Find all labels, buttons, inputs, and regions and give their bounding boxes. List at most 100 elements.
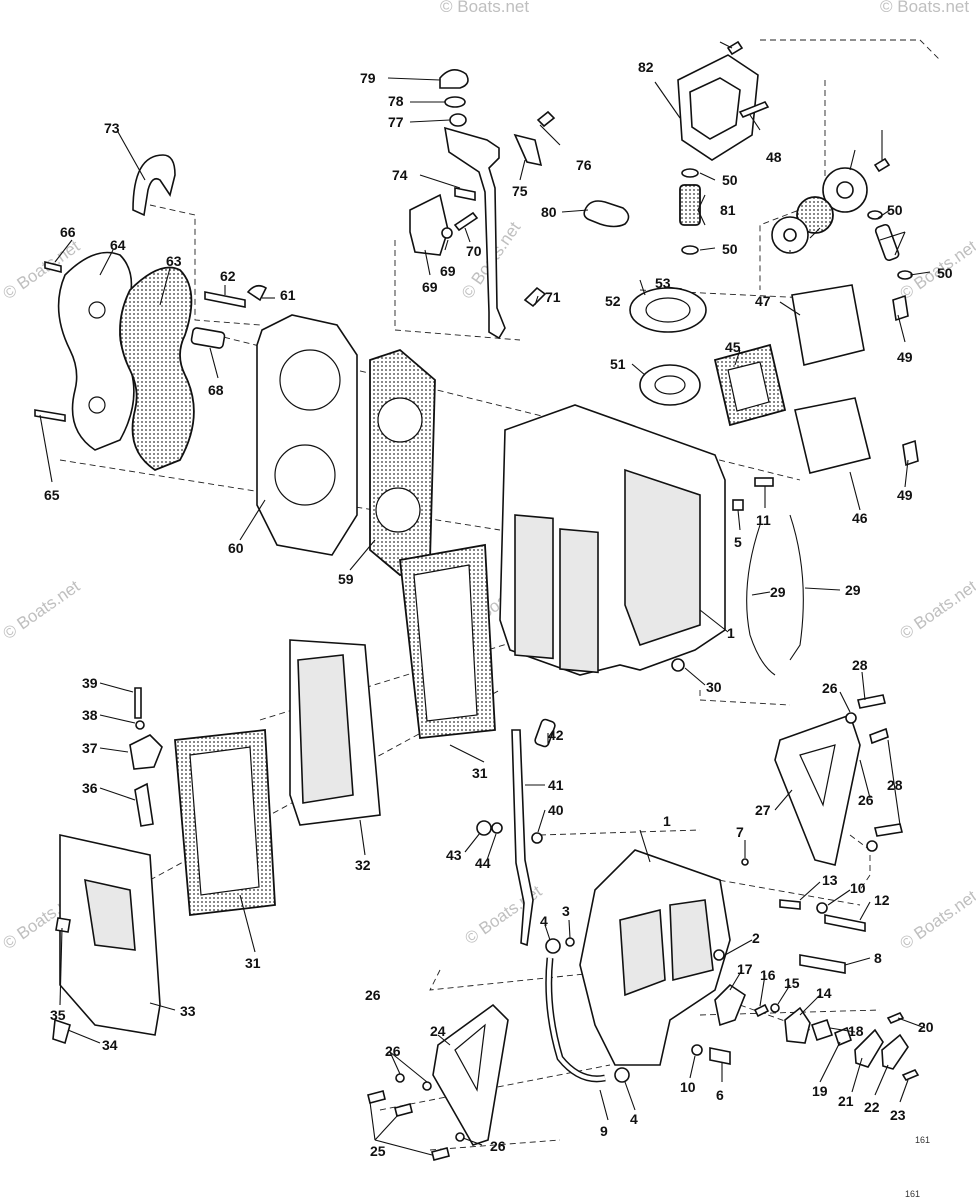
- plug-part: [770, 1003, 780, 1013]
- callout-69a: 74: [392, 167, 408, 183]
- callout-31b: 31: [245, 955, 261, 971]
- bracket-opening: [799, 744, 836, 807]
- watermark: © Boats.net: [896, 576, 976, 643]
- washer-part: [491, 822, 503, 834]
- clip-part: [134, 782, 154, 827]
- fuel-line-part: [874, 223, 900, 261]
- callout-37: 37: [82, 740, 98, 756]
- callout-28a: 28: [852, 657, 868, 673]
- callout-1: 1: [727, 625, 735, 641]
- clamp-part: [897, 270, 913, 280]
- screw-part: [738, 101, 770, 118]
- callout-51: 51: [610, 356, 626, 372]
- callout-9: 9: [600, 1123, 608, 1139]
- callout-35: 35: [50, 1007, 66, 1023]
- reed-gasket-opening: [727, 361, 770, 412]
- callout-30: 30: [706, 679, 722, 695]
- callout-65: 70: [466, 243, 482, 259]
- washer-part: [422, 1081, 432, 1091]
- callout-23: 23: [890, 1107, 906, 1123]
- callout-49b: 49: [897, 487, 913, 503]
- clamp-part: [867, 210, 883, 220]
- callout-2: 2: [752, 930, 760, 946]
- washer-part: [395, 1073, 405, 1083]
- spark-plug-part: [190, 327, 226, 349]
- nut-part: [531, 832, 543, 844]
- washer-part: [691, 1044, 703, 1056]
- callout-76: 82: [638, 59, 654, 75]
- lifting-eye-part: [132, 154, 176, 217]
- crankcase-bore: [669, 899, 714, 982]
- callout-10b: 10: [680, 1079, 696, 1095]
- hose-inner: [546, 957, 606, 1081]
- head-gasket-part: [369, 348, 436, 577]
- washer-part: [135, 720, 145, 730]
- nut-part: [671, 658, 685, 672]
- callout-42: 42: [548, 727, 564, 743]
- callout-29a: 29: [770, 584, 786, 600]
- callout-53: 53: [655, 275, 671, 291]
- callout-32: 32: [355, 857, 371, 873]
- block-transfer-port: [514, 514, 554, 660]
- pin-part: [732, 499, 744, 511]
- crankcase-bore: [619, 908, 666, 997]
- callout-43: 43: [446, 847, 462, 863]
- screw-part: [44, 260, 62, 274]
- bolt-part: [799, 954, 846, 974]
- screw-part: [565, 937, 575, 947]
- callout-18: 18: [848, 1023, 864, 1039]
- callout-7: 7: [736, 824, 744, 840]
- callout-74: 80: [541, 204, 557, 220]
- exhaust-gasket-opening: [189, 746, 260, 896]
- callout-54: 59: [338, 571, 354, 587]
- callout-48: 48: [766, 149, 782, 165]
- reed-valve-part: [794, 397, 871, 474]
- bolt-part: [824, 914, 866, 932]
- washer-part: [816, 902, 828, 914]
- filter-hub-part: [783, 228, 797, 242]
- callout-60: 65: [44, 487, 60, 503]
- plate-hole: [88, 396, 106, 414]
- spring-part: [523, 286, 547, 308]
- screw-part: [886, 1011, 905, 1025]
- screw-part: [902, 439, 919, 467]
- callout-68: 73: [104, 120, 120, 136]
- callout-52: 52: [605, 293, 621, 309]
- cylinder-head-chamber: [274, 444, 336, 506]
- callout-70: 76: [576, 157, 592, 173]
- bracket-part: [129, 734, 163, 770]
- link-rod-part: [511, 729, 534, 947]
- callout-19: 19: [812, 1083, 828, 1099]
- screw-part: [394, 1103, 413, 1117]
- washer-part: [866, 840, 878, 852]
- clamp-part: [614, 1067, 630, 1083]
- callout-11: 11: [756, 512, 771, 528]
- callout-10: 10: [850, 880, 866, 896]
- clip-part: [454, 187, 476, 201]
- clamp-part: [246, 284, 268, 302]
- callout-33: 33: [180, 1003, 196, 1019]
- screw-part: [536, 110, 556, 128]
- callout-28b: 28: [887, 777, 903, 793]
- callout-14: 14: [816, 985, 832, 1001]
- callout-45: 45: [725, 339, 741, 355]
- callout-26a: 26: [822, 680, 838, 696]
- bolt-part: [869, 727, 889, 745]
- callout-36: 36: [82, 780, 98, 796]
- callout-26d: 26: [385, 1043, 401, 1059]
- block-transfer-port: [559, 528, 599, 674]
- screw-part: [367, 1090, 386, 1104]
- callout-57: 62: [220, 268, 236, 284]
- figure-code: 161: [915, 1135, 930, 1145]
- screw-part: [52, 1018, 71, 1045]
- seal-strip-part: [789, 514, 804, 661]
- bearing-hole: [654, 375, 686, 395]
- callout-50c: 50: [937, 265, 953, 281]
- cylinder-head-chamber: [279, 349, 341, 411]
- bolt-part: [857, 694, 886, 709]
- reed-cover-part: [791, 284, 865, 366]
- filter-part: [679, 184, 701, 226]
- manifold-passage: [84, 878, 136, 951]
- callout-31a: 31: [472, 765, 488, 781]
